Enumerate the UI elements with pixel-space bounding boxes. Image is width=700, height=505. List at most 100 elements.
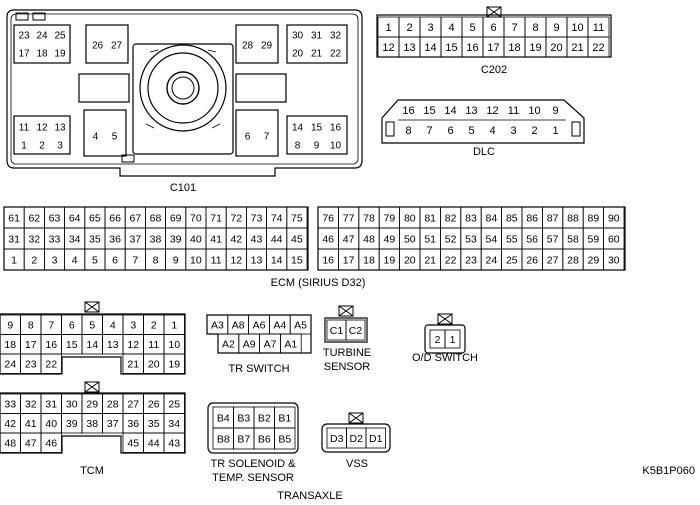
ecm-pin-25-number: 25 (506, 254, 518, 266)
tr-solenoid-pin-B8: B8 (212, 427, 234, 450)
c101-pin-16: 16 (330, 123, 342, 134)
dlc-pin-3-number: 3 (510, 125, 516, 137)
tr-solenoid-pin-B7: B7 (233, 427, 255, 450)
c101-pin-17: 17 (18, 49, 30, 60)
tcm-pin-40: 40 (40, 413, 62, 434)
tcm-pin-35-number: 35 (148, 418, 160, 430)
tcm-pin-12: 12 (122, 334, 144, 355)
c202-pin-19-number: 19 (529, 42, 541, 54)
ecm-pin-71: 71 (205, 206, 227, 229)
tr-switch-pin-A9: A9 (238, 333, 261, 354)
tcm-pin-1-number: 1 (171, 320, 177, 332)
tr-switch-pin-A7-number: A7 (264, 338, 277, 350)
tr-solenoid-pin-B3: B3 (233, 406, 255, 429)
c101-pin-25-number: 25 (54, 31, 66, 42)
tr-switch-connector (206, 314, 312, 354)
ecm-pin-79-number: 79 (384, 212, 396, 224)
tcm-pin-45-number: 45 (127, 438, 139, 450)
tcm-pin-27-number: 27 (127, 399, 139, 411)
ecm-pin-54-number: 54 (486, 233, 498, 245)
c202-pin-22: 22 (587, 36, 610, 58)
tcm-pin-24: 24 (0, 353, 21, 374)
c101-pin-10-number: 10 (330, 141, 342, 152)
ecm-pin-4: 4 (64, 248, 86, 271)
ecm-pin-9-number: 9 (173, 254, 179, 266)
ecm-pin-43-number: 43 (251, 233, 263, 245)
c101-pin-12-number: 12 (36, 123, 48, 134)
ecm-pin-61-number: 61 (8, 212, 20, 224)
dlc-pin-7-number: 7 (426, 125, 432, 137)
ecm-pin-40-number: 40 (190, 233, 202, 245)
dlc-pin-11-number: 11 (508, 105, 519, 117)
tr-switch-pin-A3-number: A3 (211, 319, 224, 331)
ecm-pin-57-number: 57 (547, 233, 559, 245)
tcm-pin-26-number: 26 (148, 399, 160, 411)
tcm-pin-17-number: 17 (25, 339, 37, 351)
c202-pin-6: 6 (482, 16, 505, 38)
c202-pin-18-number: 18 (508, 42, 520, 54)
tr-switch-pin-A3: A3 (206, 314, 229, 335)
turbine-sensor-pin-C1: C1 (326, 319, 347, 341)
ecm-pin-6-number: 6 (112, 254, 118, 266)
tr-solenoid-pin-B5: B5 (274, 427, 296, 450)
tcm-pin-43-number: 43 (168, 438, 180, 450)
tcm-pin-35: 35 (143, 413, 165, 434)
ecm-pin-35: 35 (84, 227, 106, 250)
ecm-pin-54: 54 (480, 227, 503, 250)
c101-pin-26: 26 (92, 41, 104, 52)
ecm-pin-73: 73 (245, 206, 267, 229)
ecm-pin-42-number: 42 (230, 233, 242, 245)
ecm-pin-22-number: 22 (445, 254, 457, 266)
ecm-pin-67: 67 (124, 206, 146, 229)
c101-pin-13: 13 (54, 123, 66, 134)
dlc-pin-15: 15 (423, 105, 435, 117)
ecm-pin-58: 58 (562, 227, 584, 250)
tcm-pin-38: 38 (81, 413, 103, 434)
ecm-pin-78-number: 78 (363, 212, 375, 224)
ecm-pin-14-number: 14 (271, 254, 283, 266)
c101-pin-21: 21 (311, 49, 323, 60)
c202-pin-16: 16 (461, 36, 484, 58)
tcm-pin-3-number: 3 (130, 320, 136, 332)
tcm-pin-25-number: 25 (168, 399, 180, 411)
ecm-pin-64-number: 64 (69, 212, 81, 224)
ecm-pin-74-number: 74 (271, 212, 283, 224)
ecm-pin-66: 66 (104, 206, 126, 229)
c101-pin-11-number: 11 (19, 123, 30, 134)
c101-pin-24-number: 24 (36, 31, 48, 42)
tcm-pin-1: 1 (163, 314, 185, 335)
ecm-pin-5-number: 5 (92, 254, 98, 266)
ecm-pin-80: 80 (399, 206, 421, 229)
ecm-pin-79: 79 (378, 206, 401, 229)
vss-pin-D1-number: D1 (369, 433, 383, 445)
ecm-pin-20: 20 (399, 248, 421, 271)
c101-pin-8-number: 8 (295, 141, 301, 152)
ecm-pin-6: 6 (104, 248, 126, 271)
turbine-sensor-connector (324, 317, 368, 343)
od-switch-label: O/D SWITCH (412, 352, 478, 364)
ecm-pin-42: 42 (225, 227, 247, 250)
ecm-pin-32: 32 (23, 227, 45, 250)
c202-pin-8: 8 (524, 16, 547, 38)
tcm-pin-30: 30 (61, 393, 83, 414)
ecm-pin-81-number: 81 (424, 212, 436, 224)
c101-pin-20: 20 (292, 49, 304, 60)
tcm-pin-21: 21 (122, 353, 144, 374)
vss-pin-D2: D2 (346, 427, 367, 449)
c101-pin-1-number: 1 (21, 141, 27, 152)
ecm-pin-13: 13 (245, 248, 267, 271)
dlc-pin-12: 12 (486, 105, 498, 117)
ecm-pin-63: 63 (44, 206, 66, 229)
ecm-pin-23: 23 (460, 248, 482, 271)
ecm-pin-78: 78 (358, 206, 380, 229)
tcm-pin-26: 26 (143, 393, 165, 414)
tcm-pin-37: 37 (102, 413, 124, 434)
tcm-pin-15-number: 15 (66, 339, 78, 351)
ecm-pin-82-number: 82 (445, 212, 457, 224)
ecm-pin-48: 48 (358, 227, 380, 250)
ecm-pin-66-number: 66 (109, 212, 121, 224)
vss-latch (348, 412, 364, 424)
c101-pin-15-number: 15 (311, 123, 323, 134)
turbine-sensor-pin-C2: C2 (345, 319, 366, 341)
c101-pin-32: 32 (330, 31, 342, 42)
